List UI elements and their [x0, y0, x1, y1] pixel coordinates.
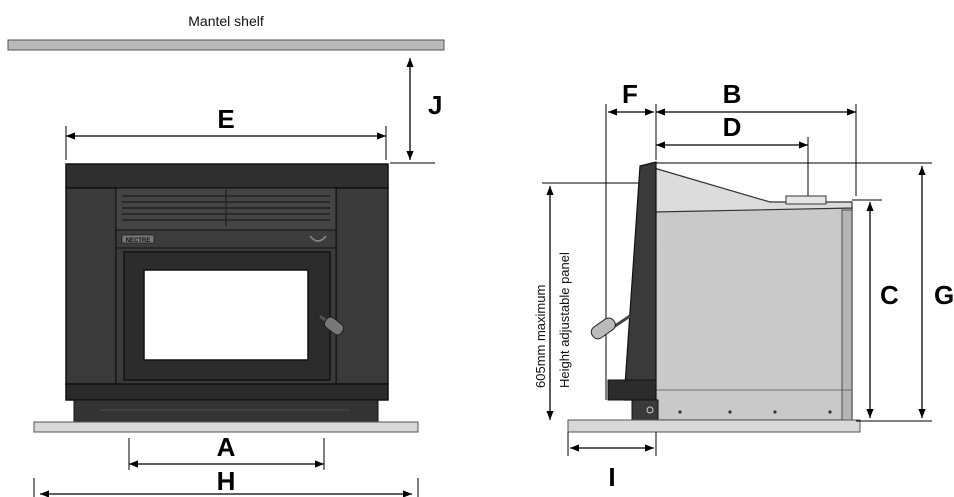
panel-height-label-line1: 605mm maximum [533, 285, 548, 388]
dimension-b-label: B [723, 79, 742, 109]
right-pillar [335, 187, 389, 385]
sloped-top [653, 167, 853, 213]
dimension-f-label: F [622, 79, 638, 109]
dimension-d-label: D [723, 112, 742, 142]
mantel-shelf-label: Mantel shelf [188, 13, 264, 29]
brand-plate-text: NECTRE [126, 238, 151, 244]
panel-height-label-line2: Height adjustable panel [557, 252, 572, 388]
top-frame [65, 163, 389, 189]
insert-box [653, 207, 853, 421]
fireplace-side [590, 161, 853, 421]
mantel-shelf [7, 39, 445, 51]
hearth-side [567, 419, 861, 433]
left-pillar [65, 187, 117, 385]
dimension-g-label: G [934, 280, 954, 310]
door-handle-icon [319, 314, 345, 336]
door-handle-side-icon [590, 314, 631, 340]
fascia-base [607, 379, 657, 401]
side-view: F B D 605mm maximum Height adjustable pa… [533, 79, 954, 492]
louvre-slats [122, 190, 330, 226]
glass-window [143, 269, 309, 361]
front-view: Mantel shelf J E [7, 13, 445, 497]
dimension-i-label: I [608, 462, 615, 492]
flue-collar [785, 195, 827, 205]
control-handle-icon [309, 235, 327, 242]
dimension-j-label: J [428, 90, 442, 120]
dimension-a-label: A [217, 432, 236, 462]
hearth-slab [33, 421, 419, 433]
brand-plate [121, 234, 155, 244]
ash-lip [73, 399, 379, 423]
fascia-foot [631, 399, 659, 421]
front-fascia [623, 161, 657, 401]
dimension-e-label: E [217, 104, 234, 134]
dimension-h-label: H [217, 466, 236, 496]
dimension-c-label: C [880, 280, 899, 310]
fireplace-front: NECTRE [65, 163, 389, 423]
base-trim [65, 383, 389, 401]
